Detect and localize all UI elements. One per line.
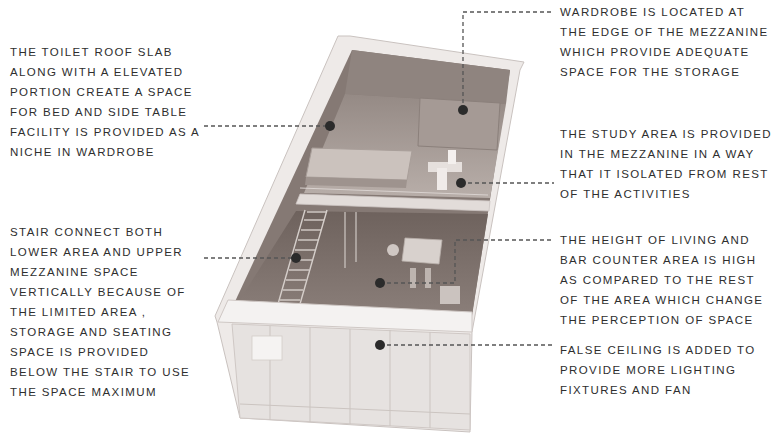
callout-note: THE HEIGHT OF LIVING AND BAR COUNTER ARE…: [560, 230, 772, 330]
leader-line: [204, 125, 330, 126]
bar-counter: [402, 238, 442, 264]
leader-line: [380, 240, 554, 283]
bar-stool: [387, 244, 399, 256]
leader-dot: [458, 105, 468, 115]
bar-stool: [410, 268, 416, 288]
callout-wrap: FALSE CEILING IS ADDED TO PROVIDE MORE L…: [560, 340, 772, 400]
leader-line: [463, 12, 554, 110]
callout-note: THE STUDY AREA IS PROVIDED IN THE MEZZAN…: [560, 124, 772, 204]
study-chair: [437, 168, 447, 190]
front-glazing: [232, 324, 470, 430]
railing: [300, 188, 488, 195]
callout-wrap: THE TOILET ROOF SLAB ALONG WITH A ELEVAT…: [10, 42, 200, 162]
mezzanine-slab: [296, 194, 490, 211]
callout-wrap: WARDROBE IS LOCATED AT THE EDGE OF THE M…: [560, 2, 772, 82]
callout-note: FALSE CEILING IS ADDED TO PROVIDE MORE L…: [560, 340, 772, 400]
leader-lines: [204, 12, 554, 345]
leader-line: [380, 344, 554, 345]
leader-dots: [291, 105, 468, 350]
leader-dot: [456, 178, 466, 188]
callout-wrap: THE STUDY AREA IS PROVIDED IN THE MEZZAN…: [560, 124, 772, 204]
stair: [278, 210, 327, 304]
callout-wrap: THE HEIGHT OF LIVING AND BAR COUNTER ARE…: [560, 230, 772, 330]
callout-note: STAIR CONNECT BOTH LOWER AREA AND UPPER …: [10, 222, 200, 402]
railing-posts: [345, 212, 356, 268]
cabinet: [440, 286, 460, 304]
leader-dot: [375, 340, 385, 350]
leader-line: [204, 257, 296, 258]
outer-shell: [215, 36, 524, 432]
callout-note: WARDROBE IS LOCATED AT THE EDGE OF THE M…: [560, 2, 772, 82]
bar-stool: [425, 268, 431, 288]
callout-note: THE TOILET ROOF SLAB ALONG WITH A ELEVAT…: [10, 42, 200, 162]
leader-dot: [325, 121, 335, 131]
leader-dot: [291, 253, 301, 263]
callout-wrap: STAIR CONNECT BOTH LOWER AREA AND UPPER …: [10, 222, 200, 402]
leader-dot: [375, 278, 385, 288]
wardrobe: [418, 98, 500, 150]
bed-edge: [305, 177, 407, 188]
study-lamp: [448, 150, 456, 164]
leader-line: [461, 182, 554, 183]
lower-floor: [236, 211, 488, 314]
front-furniture: [252, 336, 282, 360]
bed-platform: [306, 148, 412, 180]
mullions: [240, 326, 470, 428]
